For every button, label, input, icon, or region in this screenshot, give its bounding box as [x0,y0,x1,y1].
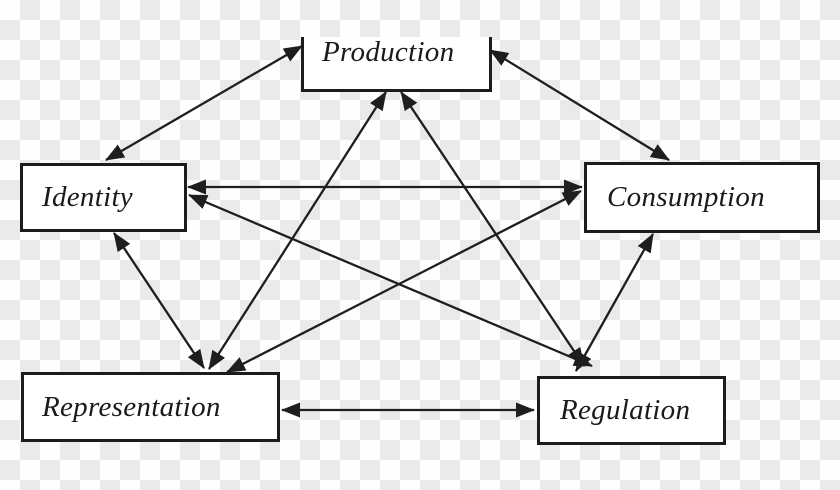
node-production: Production [301,37,492,92]
edge-identity-representation [113,232,205,369]
edge-production-representation [208,91,387,370]
node-identity: Identity [20,163,187,232]
edge-consumption-regulation [574,233,655,372]
node-production-label: Production [322,36,455,68]
node-representation: Representation [21,372,280,442]
edge-consumption-representation [226,189,582,374]
node-identity-label: Identity [42,181,133,213]
edge-production-regulation [400,91,585,367]
edge-production-consumption [489,49,670,161]
node-consumption-label: Consumption [607,181,765,213]
edge-identity-production [105,45,303,161]
node-representation-label: Representation [42,390,221,423]
node-regulation-label: Regulation [560,394,691,426]
node-regulation: Regulation [537,376,726,445]
node-consumption: Consumption [584,162,820,233]
edge-identity-regulation [188,193,593,368]
